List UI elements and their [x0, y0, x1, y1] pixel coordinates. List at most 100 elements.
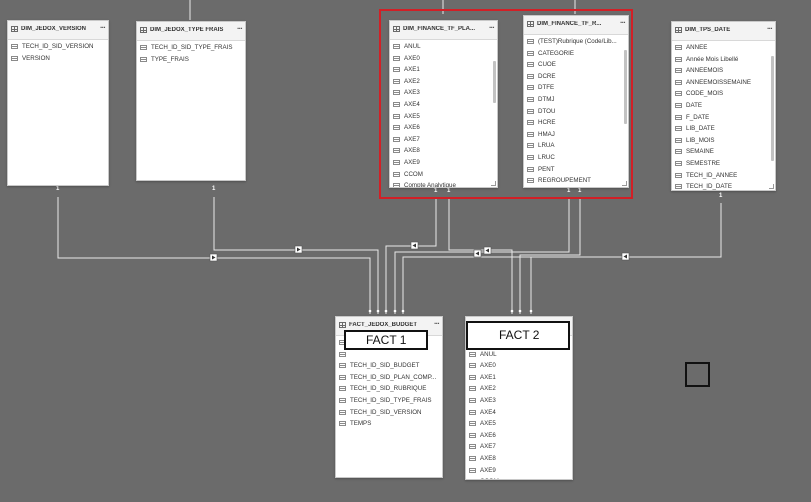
field-row[interactable]: ANNEEMOIS — [672, 65, 775, 77]
field-row[interactable]: TECH_ID_DATE — [672, 181, 775, 190]
field-icon — [339, 421, 346, 427]
field-row[interactable]: ANNEE — [672, 42, 775, 54]
table-dim-jedox-type-frais[interactable]: DIM_JEDOX_TYPE FRAIS···TECH_ID_SID_TYPE_… — [136, 21, 246, 181]
field-row[interactable]: AXE7 — [390, 134, 497, 146]
field-row[interactable]: CCOM — [390, 169, 497, 181]
field-row[interactable]: AXE5 — [390, 111, 497, 123]
more-options-icon[interactable]: ··· — [237, 24, 243, 33]
table-header[interactable]: DIM_FINANCE_TF_PLA... ··· — [390, 21, 497, 40]
field-row[interactable]: LIB_DATE — [672, 123, 775, 135]
field-row[interactable]: VERSION — [8, 53, 108, 65]
field-row[interactable]: AXE6 — [466, 430, 572, 442]
field-icon — [469, 397, 476, 403]
field-row[interactable]: SEMAINE — [672, 146, 775, 158]
field-row[interactable]: (TEST)Rubrique (Code/Lib... — [524, 36, 628, 48]
field-row[interactable]: AXE1 — [390, 64, 497, 76]
field-row[interactable]: LRUA — [524, 140, 628, 152]
more-options-icon[interactable]: ··· — [620, 18, 626, 27]
field-row[interactable]: AXE0 — [466, 360, 572, 372]
field-icon — [527, 131, 534, 137]
field-row[interactable]: LIB_MOIS — [672, 135, 775, 147]
field-row[interactable]: AXE3 — [466, 395, 572, 407]
field-row[interactable]: CATEGORIE — [524, 48, 628, 60]
field-row[interactable]: AXE2 — [466, 383, 572, 395]
table-header[interactable]: DIM_JEDOX_TYPE FRAIS··· — [137, 22, 245, 41]
field-row[interactable]: AXE5 — [466, 418, 572, 430]
table-header[interactable]: DIM_FINANCE_TF_R...··· — [524, 16, 628, 35]
field-icon — [675, 45, 682, 50]
field-name: DTFE — [538, 84, 555, 92]
field-row[interactable]: Compte Analytique — [390, 180, 497, 187]
field-row[interactable]: HMAJ — [524, 129, 628, 141]
field-row[interactable]: AXE6 — [390, 122, 497, 134]
resize-handle[interactable] — [769, 184, 774, 189]
field-row[interactable]: PENT — [524, 164, 628, 176]
field-row[interactable]: AXE9 — [466, 465, 572, 477]
field-row[interactable]: AXE2 — [390, 76, 497, 88]
cardinality-one: 1 — [434, 188, 438, 194]
field-row[interactable]: AXE1 — [466, 372, 572, 384]
field-row[interactable]: AXE8 — [466, 453, 572, 465]
field-name: TECH_ID_ANNEE — [686, 171, 738, 179]
resize-handle[interactable] — [491, 181, 496, 186]
field-row[interactable]: AXE8 — [390, 145, 497, 157]
field-name: AXE6 — [404, 124, 420, 132]
field-name: SEMESTRE — [686, 159, 721, 167]
field-row[interactable]: DTOU — [524, 106, 628, 118]
field-row[interactable]: TECH_ID_SID_RUBRIQUE — [336, 383, 442, 395]
field-row[interactable]: ANNEEMOISSEMAINE — [672, 77, 775, 89]
more-options-icon[interactable]: ··· — [434, 319, 440, 328]
field-row[interactable]: AXE3 — [390, 87, 497, 99]
field-row[interactable]: TEMPS — [336, 418, 442, 430]
field-icon — [527, 96, 534, 102]
more-options-icon[interactable]: ··· — [489, 23, 495, 32]
field-row[interactable]: TECH_ID_SID_VERSION — [8, 41, 108, 53]
field-name: AXE4 — [404, 100, 420, 108]
field-row[interactable]: REGROUPEMENT — [524, 175, 628, 187]
field-row[interactable]: F_DATE — [672, 112, 775, 124]
field-name: AXE0 — [404, 54, 420, 62]
field-row[interactable]: TECH_ID_SID_PLAN_COMP... — [336, 372, 442, 384]
field-row[interactable]: AXE0 — [390, 53, 497, 65]
field-row[interactable]: CCOM — [466, 476, 572, 479]
field-row[interactable]: Année Mois Libellé — [672, 54, 775, 66]
field-row[interactable]: SEMESTRE — [672, 158, 775, 170]
empty-box — [685, 362, 710, 387]
table-icon — [339, 322, 346, 328]
field-row[interactable]: TECH_ID_SID_TYPE_FRAIS — [336, 395, 442, 407]
field-row[interactable]: AXE4 — [390, 99, 497, 111]
field-row[interactable]: AXE4 — [466, 407, 572, 419]
scrollbar-thumb[interactable] — [493, 61, 496, 103]
field-row[interactable]: TYPE_FRAIS — [137, 54, 245, 66]
field-row[interactable]: AXE7 — [466, 441, 572, 453]
more-options-icon[interactable]: ··· — [100, 23, 106, 32]
field-row[interactable]: TECH_ID_SID_BUDGET — [336, 360, 442, 372]
resize-handle[interactable] — [622, 181, 627, 186]
field-row[interactable]: HCRE — [524, 117, 628, 129]
field-row[interactable]: ANUL — [466, 349, 572, 361]
table-header[interactable]: DIM_TPS_DATE··· — [672, 22, 775, 41]
table-title: DIM_FINANCE_TF_PLA... — [403, 26, 476, 32]
table-dim-finance-tf-r[interactable]: DIM_FINANCE_TF_R...···(TEST)Rubrique (Co… — [523, 15, 629, 188]
field-row[interactable]: DTFE — [524, 82, 628, 94]
field-row[interactable]: TECH_ID_SID_TYPE_FRAIS — [137, 42, 245, 54]
field-row[interactable]: AXE9 — [390, 157, 497, 169]
scrollbar-thumb[interactable] — [624, 50, 627, 124]
field-row[interactable]: CODE_MOIS — [672, 88, 775, 100]
field-row[interactable]: ANUL — [390, 41, 497, 53]
field-name: F_DATE — [686, 113, 710, 121]
more-options-icon[interactable]: ··· — [767, 24, 773, 33]
field-row[interactable]: LRUC — [524, 152, 628, 164]
field-row[interactable] — [336, 349, 442, 361]
field-row[interactable]: CUOE — [524, 59, 628, 71]
field-row[interactable]: DATE — [672, 100, 775, 112]
field-row[interactable]: TECH_ID_SID_VERSION — [336, 407, 442, 419]
scrollbar-thumb[interactable] — [771, 56, 774, 161]
field-row[interactable]: TECH_ID_ANNEE — [672, 170, 775, 182]
field-row[interactable]: DCRE — [524, 71, 628, 83]
field-row[interactable]: DTMJ — [524, 94, 628, 106]
table-header[interactable]: DIM_JEDOX_VERSION··· — [8, 21, 108, 40]
